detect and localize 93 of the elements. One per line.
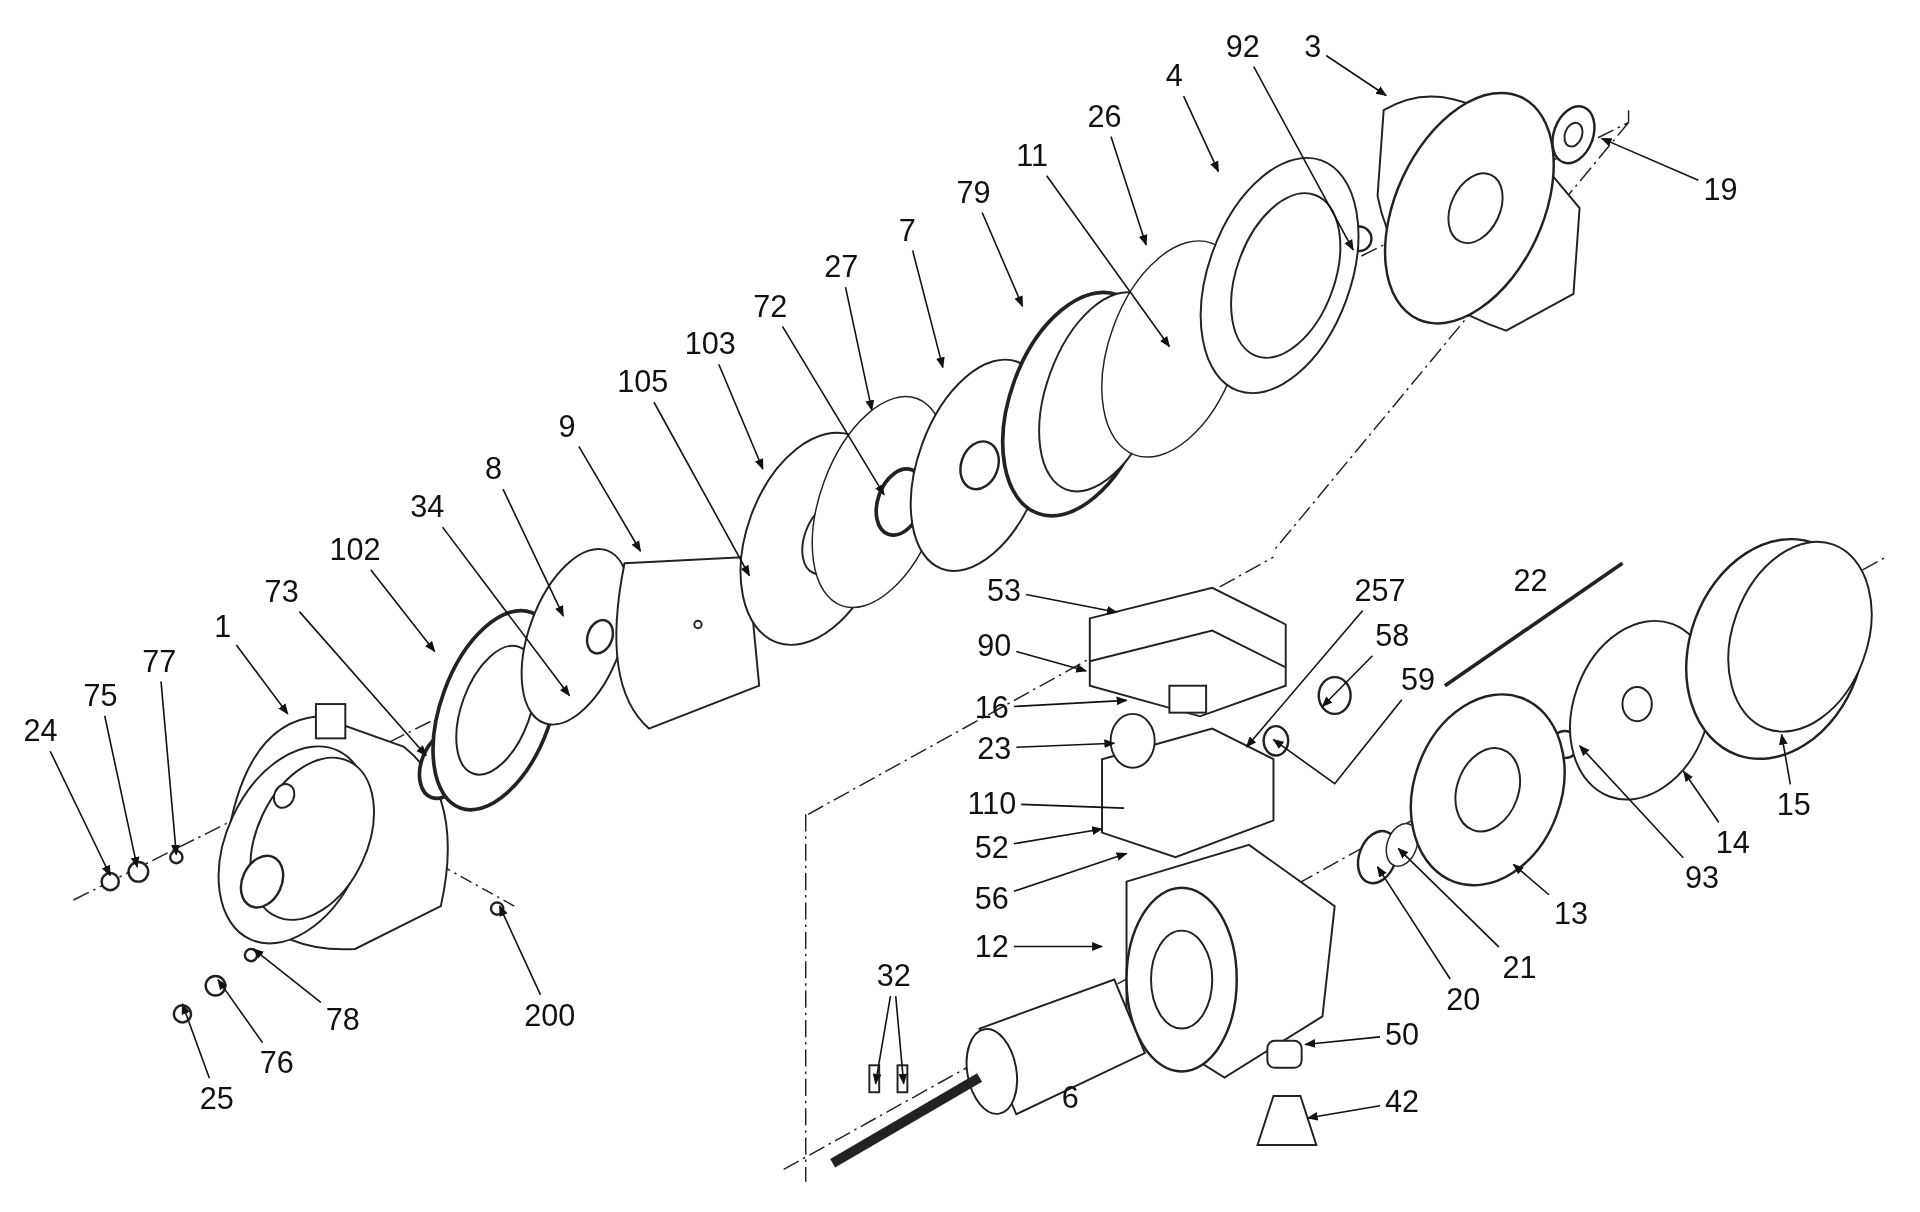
leader-line: [1306, 1104, 1381, 1121]
leader-line: [502, 488, 565, 617]
leader-line: [370, 569, 436, 653]
callout-number: 58: [1374, 619, 1411, 653]
leader-line: [1578, 744, 1685, 859]
leader-line: [1397, 847, 1500, 948]
callout-number: 90: [976, 628, 1013, 662]
leader-line: [1779, 733, 1792, 786]
callout-number: 13: [1552, 896, 1590, 930]
leader-line: [1272, 699, 1403, 785]
leader-line: [1182, 95, 1220, 173]
callout-number: 77: [140, 644, 178, 678]
callout-number: 25: [198, 1081, 235, 1115]
callout-number: 15: [1775, 787, 1813, 821]
leader-line: [1013, 852, 1128, 893]
callout-number: 42: [1383, 1085, 1421, 1119]
callout-number: 23: [976, 731, 1013, 765]
callout-number: 11: [1015, 139, 1050, 173]
callout-number: 7: [897, 213, 918, 247]
callout-number: 50: [1383, 1018, 1421, 1052]
leader-line: [1025, 593, 1118, 615]
leader-line: [578, 445, 642, 552]
callout-number: 110: [966, 786, 1018, 820]
callout-number: 72: [751, 289, 789, 323]
leader-line: [1013, 696, 1128, 708]
callout-number: 56: [973, 882, 1011, 916]
leader-line: [441, 526, 571, 697]
callout-number: 22: [1512, 563, 1549, 597]
callout-number: 32: [875, 959, 913, 993]
callout-number: 53: [985, 573, 1023, 607]
callout-number: 93: [1683, 861, 1721, 895]
callout-number: 75: [82, 679, 119, 713]
leader-line: [1245, 609, 1364, 748]
leader-line: [981, 211, 1024, 308]
leader-line: [1015, 739, 1116, 749]
leader-line: [653, 401, 751, 577]
callout-number: 105: [616, 365, 670, 399]
callout-number: 26: [1086, 99, 1123, 133]
leader-line: [1020, 803, 1125, 809]
callout-number: 103: [683, 327, 737, 361]
leader-line: [844, 286, 875, 412]
callout-number: 59: [1399, 663, 1437, 697]
leader-line: [252, 948, 322, 1004]
leader-line: [1376, 866, 1451, 980]
callout-number: 34: [409, 490, 446, 524]
leader-line: [160, 680, 180, 856]
leader-line: [1682, 770, 1720, 824]
callout-number: 200: [523, 998, 577, 1032]
leader-line: [235, 644, 289, 715]
leader-line: [217, 978, 264, 1044]
leader-line: [298, 610, 427, 757]
callout-number: 12: [973, 930, 1011, 964]
leader-line: [1600, 137, 1700, 182]
leader-line: [1013, 942, 1104, 951]
callout-number: 9: [557, 409, 577, 443]
leader-line: [1325, 54, 1388, 97]
callout-number: 92: [1224, 30, 1262, 64]
leader-line: [781, 325, 885, 496]
callout-number: 16: [973, 691, 1011, 725]
callout-number: 78: [324, 1003, 362, 1037]
leader-line: [1252, 65, 1354, 251]
callout-number: 14: [1714, 825, 1751, 859]
callout-number: 79: [955, 175, 992, 209]
callout-number: 24: [22, 714, 59, 748]
callout-number: 21: [1501, 950, 1538, 984]
callout-number: 4: [1164, 59, 1184, 93]
callout-number: 257: [1353, 573, 1407, 607]
leader-line: [1013, 826, 1104, 845]
leader-line: [1512, 863, 1550, 896]
leader-line: [181, 1003, 211, 1079]
callout-number: 52: [973, 830, 1011, 864]
leader-line: [1045, 174, 1171, 348]
leader-line: [1321, 654, 1374, 708]
leader-line: [1110, 135, 1148, 246]
callout-number: 73: [263, 574, 300, 608]
callout-number: 1: [213, 610, 233, 644]
callout-number: 6: [1060, 1080, 1080, 1114]
callout-number: 27: [822, 250, 860, 284]
callout-number: 8: [483, 452, 504, 486]
leader-line: [911, 249, 945, 369]
leader-line: [1015, 650, 1088, 673]
callout-number: 3: [1302, 30, 1323, 64]
callout-number: 102: [328, 533, 382, 567]
callout-number: 76: [258, 1046, 295, 1080]
leader-line: [103, 714, 140, 868]
leader-line: [872, 995, 892, 1085]
callout-number: 20: [1445, 982, 1482, 1016]
leader-line: [49, 750, 111, 877]
leader-line: [498, 905, 542, 996]
leader-line: [894, 995, 908, 1085]
leader-line: [718, 363, 764, 470]
leader-line: [1304, 1036, 1381, 1048]
callout-number: 19: [1702, 173, 1739, 207]
